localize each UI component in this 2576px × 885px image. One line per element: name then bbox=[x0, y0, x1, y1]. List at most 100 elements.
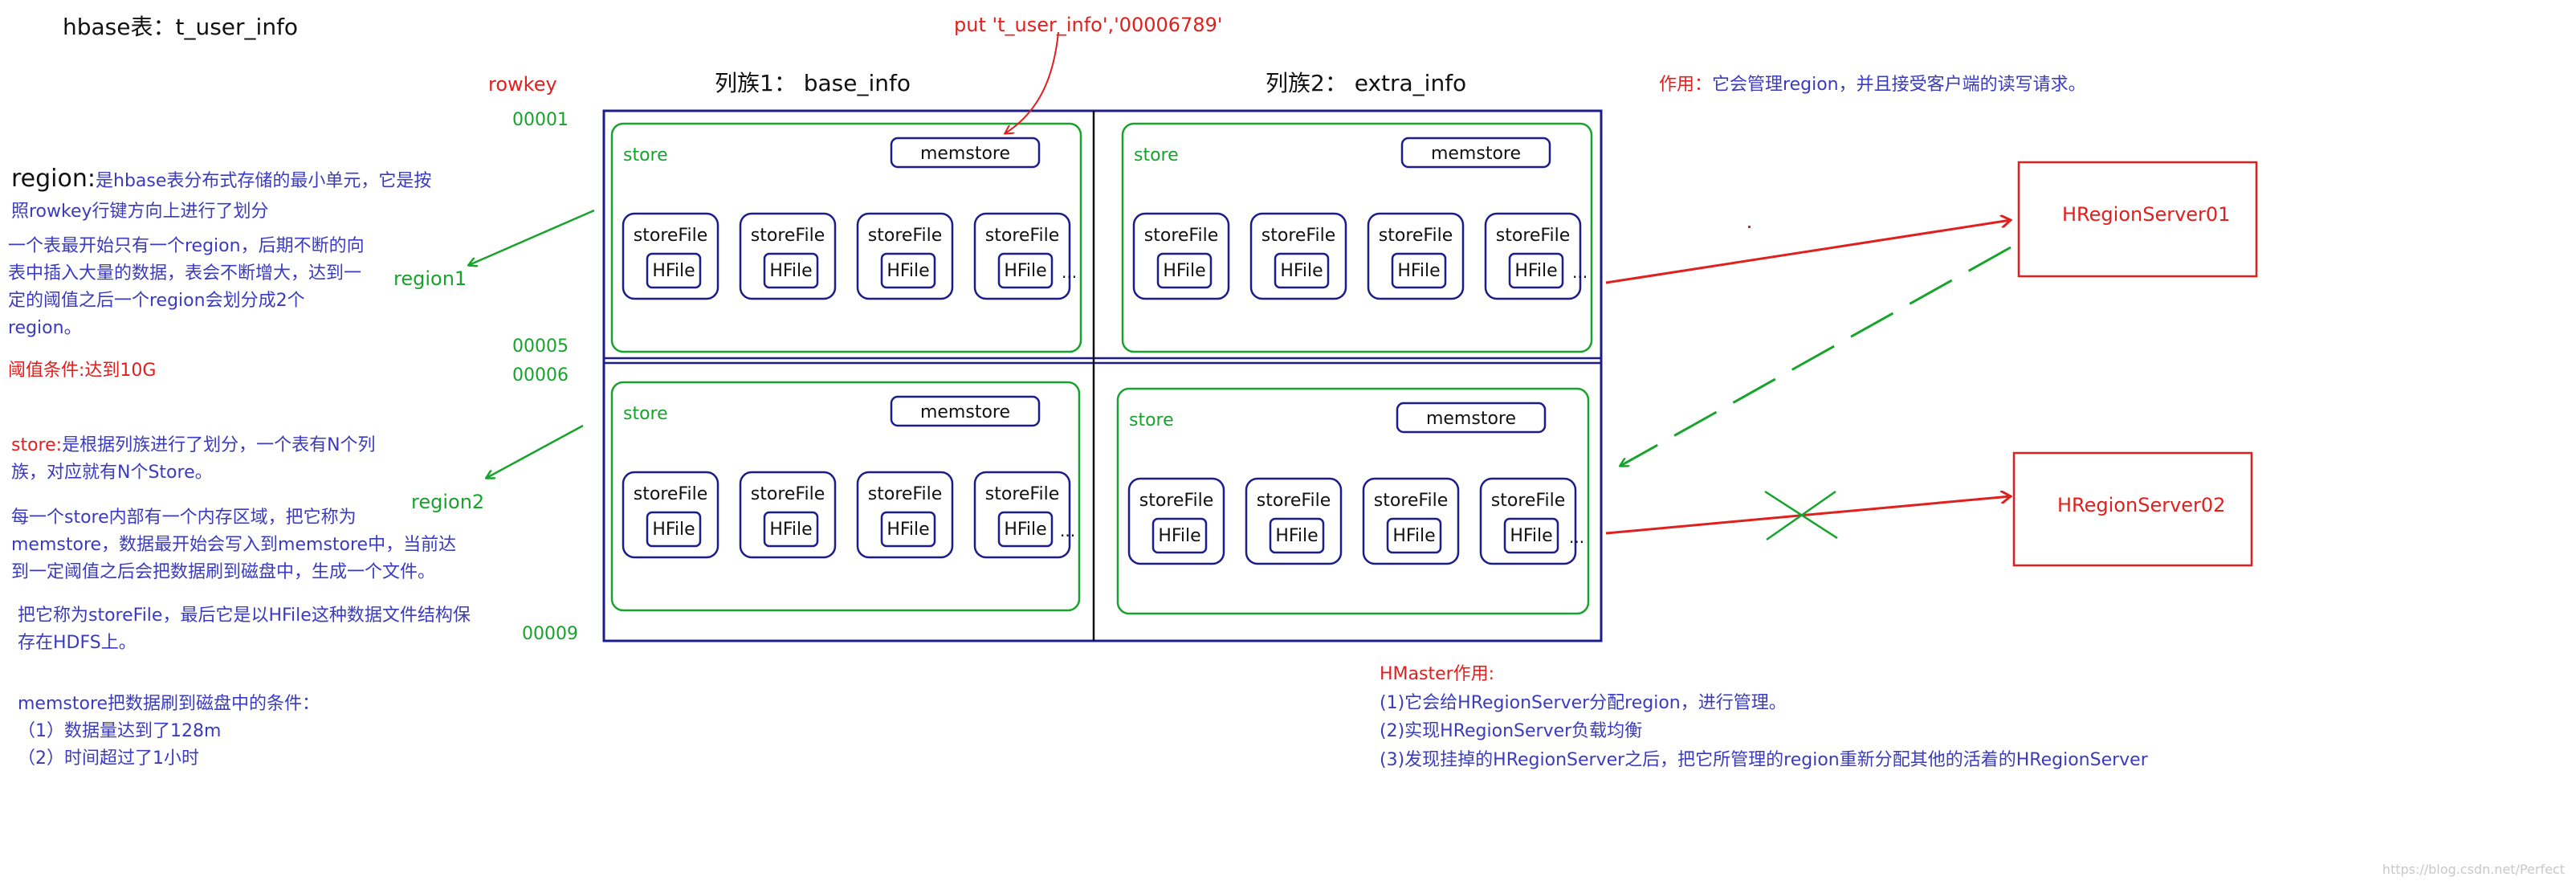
more-storefiles-ellipsis: ... bbox=[1062, 263, 1077, 282]
hfile-box bbox=[1391, 252, 1447, 289]
hfile-label: HFile bbox=[652, 520, 695, 540]
storefile-label: storeFile bbox=[1496, 226, 1570, 246]
hmaster-item: (1)它会给HRegionServer分配region，进行管理。 bbox=[1380, 692, 1787, 713]
storefile-label: storeFile bbox=[751, 484, 825, 504]
storefile-label: storeFile bbox=[1139, 491, 1213, 511]
storefile-label: storeFile bbox=[1379, 226, 1453, 246]
memstore-label: memstore bbox=[920, 144, 1010, 164]
store-label: store bbox=[623, 404, 668, 424]
storefile-box bbox=[1484, 212, 1582, 300]
flush-conditions-title: memstore把数据刷到磁盘中的条件： bbox=[18, 694, 320, 714]
storefile-label: storeFile bbox=[1144, 226, 1218, 246]
region1-label: region1 bbox=[393, 267, 467, 290]
hfile-label: HFile bbox=[1397, 261, 1440, 281]
hfile-label: HFile bbox=[887, 520, 929, 540]
put-command-arrow bbox=[1005, 31, 1059, 133]
hfile-label: HFile bbox=[769, 520, 812, 540]
storefile-box bbox=[1249, 212, 1347, 300]
hmaster-item: (3)发现挂掉的HRegionServer之后，把它所管理的region重新分配… bbox=[1380, 749, 2148, 770]
storefile-box bbox=[1245, 477, 1343, 565]
region-split-line: 一个表最开始只有一个region，后期不断的向 bbox=[8, 236, 365, 256]
storefile-box bbox=[739, 212, 837, 300]
storefile-desc-line: 把它称为storeFile，最后它是以HFile这种数据文件结构保 bbox=[18, 606, 471, 626]
hregionserver02-box bbox=[2012, 451, 2253, 567]
hfile-box bbox=[1156, 252, 1213, 289]
more-storefiles-ellipsis: ... bbox=[1572, 263, 1588, 282]
hfile-label: HFile bbox=[652, 261, 695, 281]
hmaster-item: (2)实现HRegionServer负载均衡 bbox=[1380, 721, 1643, 742]
hfile-label: HFile bbox=[1514, 261, 1557, 281]
server01-to-region1-arrow bbox=[1605, 220, 2011, 284]
storefile-box bbox=[856, 471, 954, 559]
region-split-line: 定的阈值之后一个region会划分成2个 bbox=[8, 291, 305, 312]
watermark: https://blog.csdn.net/Perfect bbox=[2382, 862, 2565, 877]
store-desc-line: 是根据列族进行了划分，一个表有N个列 bbox=[62, 435, 376, 455]
hmaster-title: HMaster作用: bbox=[1380, 664, 1495, 684]
store-box-r2-cf2 bbox=[1116, 387, 1590, 615]
storefile-label: storeFile bbox=[868, 226, 942, 246]
storefile-box bbox=[973, 471, 1071, 559]
regionserver-role-note: 作用：它会管理region，并且接受客户端的读写请求。 bbox=[1659, 74, 2086, 97]
region-term: region: bbox=[11, 165, 96, 193]
flush-condition-item: （1）数据量达到了128m bbox=[18, 721, 222, 742]
store-box-r1-cf1 bbox=[610, 122, 1082, 353]
memstore-desc-line: memstore，数据最开始会写入到memstore中，当前达 bbox=[11, 535, 457, 556]
memstore-label: memstore bbox=[1426, 409, 1516, 429]
hfile-box bbox=[1508, 252, 1564, 289]
hfile-label: HFile bbox=[1004, 520, 1046, 540]
storefile-label: storeFile bbox=[634, 484, 707, 504]
memstore-description: 每一个store内部有一个内存区域，把它称为 memstore，数据最开始会写入… bbox=[11, 504, 456, 586]
rowkey-start-1: 00001 bbox=[512, 110, 569, 130]
hfile-box bbox=[763, 252, 819, 289]
table-outline bbox=[602, 109, 1603, 642]
storefile-label: storeFile bbox=[1491, 491, 1565, 511]
storefile-box bbox=[1362, 477, 1460, 565]
hfile-label: HFile bbox=[1510, 526, 1552, 546]
region-split-line: 表中插入大量的数据，表会不断增大，达到一 bbox=[8, 263, 362, 284]
hfile-box bbox=[1503, 517, 1559, 554]
storefile-label: storeFile bbox=[751, 226, 825, 246]
storefile-box bbox=[856, 212, 954, 300]
column-family-1-label: 列族1： base_info bbox=[715, 70, 911, 96]
hfile-box bbox=[1274, 252, 1330, 289]
store-desc-line: 族，对应就有N个Store。 bbox=[11, 463, 213, 483]
memstore-box bbox=[890, 395, 1041, 427]
more-storefiles-ellipsis: ... bbox=[1569, 528, 1584, 547]
store-box-r1-cf2 bbox=[1121, 122, 1593, 353]
region-split-description: 一个表最开始只有一个region，后期不断的向 表中插入大量的数据，表会不断增大… bbox=[8, 233, 365, 342]
storefile-label: storeFile bbox=[985, 484, 1059, 504]
storefile-box bbox=[1479, 477, 1577, 565]
hfile-label: HFile bbox=[1280, 261, 1323, 281]
storefile-box bbox=[622, 471, 719, 559]
memstore-box bbox=[1396, 402, 1547, 434]
memstore-desc-line: 到一定阈值之后会把数据刷到磁盘中，生成一个文件。 bbox=[11, 562, 436, 583]
memstore-box bbox=[1400, 137, 1551, 169]
hfile-label: HFile bbox=[769, 261, 812, 281]
hfile-box bbox=[880, 511, 936, 548]
hfile-label: HFile bbox=[887, 261, 929, 281]
storefile-box bbox=[1132, 212, 1230, 300]
region-desc-line: 是hbase表分布式存储的最小单元，它是按 bbox=[96, 171, 432, 191]
server02-to-region2-arrow bbox=[1605, 496, 2011, 535]
rowkey-end-1: 00005 bbox=[512, 336, 569, 357]
memstore-desc-line: 每一个store内部有一个内存区域，把它称为 bbox=[11, 508, 357, 528]
rowkey-label: rowkey bbox=[488, 73, 557, 96]
threshold-condition: 阈值条件:达到10G bbox=[8, 361, 157, 381]
memstore-box bbox=[890, 137, 1041, 169]
storefile-description: 把它称为storeFile，最后它是以HFile这种数据文件结构保 存在HDFS… bbox=[18, 602, 471, 657]
put-command-label: put 't_user_info','00006789' bbox=[954, 14, 1223, 36]
column-family-2-label: 列族2： extra_info bbox=[1266, 70, 1467, 96]
hfile-box bbox=[1386, 517, 1442, 554]
store-description: store:是根据列族进行了划分，一个表有N个列 族，对应就有N个Store。 bbox=[11, 432, 376, 487]
memstore-label: memstore bbox=[1431, 144, 1521, 164]
region-desc-line: 照rowkey行键方向上进行了划分 bbox=[11, 201, 269, 222]
reassign-region-arrow bbox=[1620, 246, 2011, 466]
hregionserver02-label: HRegionServer02 bbox=[2057, 494, 2226, 516]
hfile-box bbox=[880, 252, 936, 289]
storefile-box bbox=[739, 471, 837, 559]
hfile-box bbox=[1151, 517, 1208, 554]
hfile-box bbox=[1269, 517, 1325, 554]
memstore-label: memstore bbox=[920, 402, 1010, 422]
hmaster-description: HMaster作用: (1)它会给HRegionServer分配region，进… bbox=[1380, 660, 2148, 775]
storefile-box bbox=[1127, 477, 1225, 565]
